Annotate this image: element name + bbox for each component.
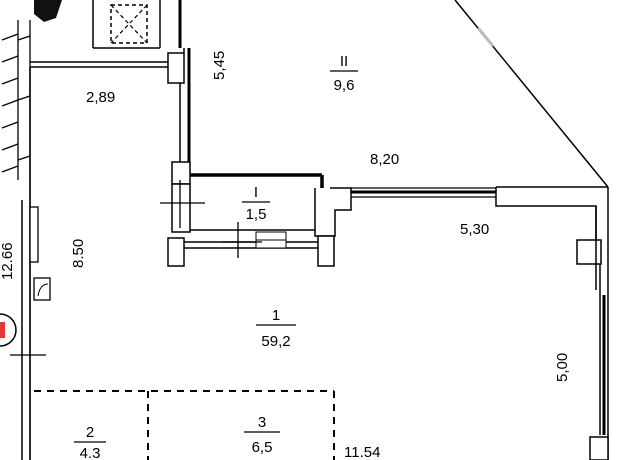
marker-icon	[0, 322, 5, 338]
room-label-2: 2 4.3	[74, 424, 106, 460]
room-ii-area: 9,6	[334, 77, 355, 94]
room-label-1: 1 59,2	[256, 307, 296, 350]
dim-500: 5,00	[554, 353, 571, 382]
corner-badge-icon	[34, 0, 62, 22]
room-2-number: 2	[86, 424, 94, 441]
dim-1266: 12.66	[0, 242, 16, 280]
dim-850: 8.50	[70, 239, 87, 268]
dim-530: 5,30	[460, 221, 489, 238]
stair-box	[92, 0, 182, 49]
dim-289: 2,89	[86, 89, 115, 106]
room-3-number: 3	[258, 414, 266, 431]
room-i-area: 1,5	[246, 206, 267, 223]
walls	[21, 0, 609, 460]
room-label-ii: II 9,6	[330, 53, 358, 94]
dim-1154: 11.54	[344, 444, 380, 460]
room-2-area: 4.3	[80, 445, 101, 460]
room-label-i: I 1,5	[242, 184, 270, 223]
room-i-walls	[160, 161, 335, 267]
left-stairs	[1, 20, 31, 460]
room-1-number: 1	[272, 307, 280, 324]
dim-820: 8,20	[370, 151, 399, 168]
room-3-area: 6,5	[252, 439, 273, 456]
room-1-area: 59,2	[261, 333, 290, 350]
dim-545: 5,45	[211, 51, 228, 80]
dashed-partitions	[34, 390, 335, 460]
room-i-number: I	[254, 184, 258, 201]
room-ii-number: II	[340, 53, 348, 70]
room-label-3: 3 6,5	[244, 414, 280, 456]
